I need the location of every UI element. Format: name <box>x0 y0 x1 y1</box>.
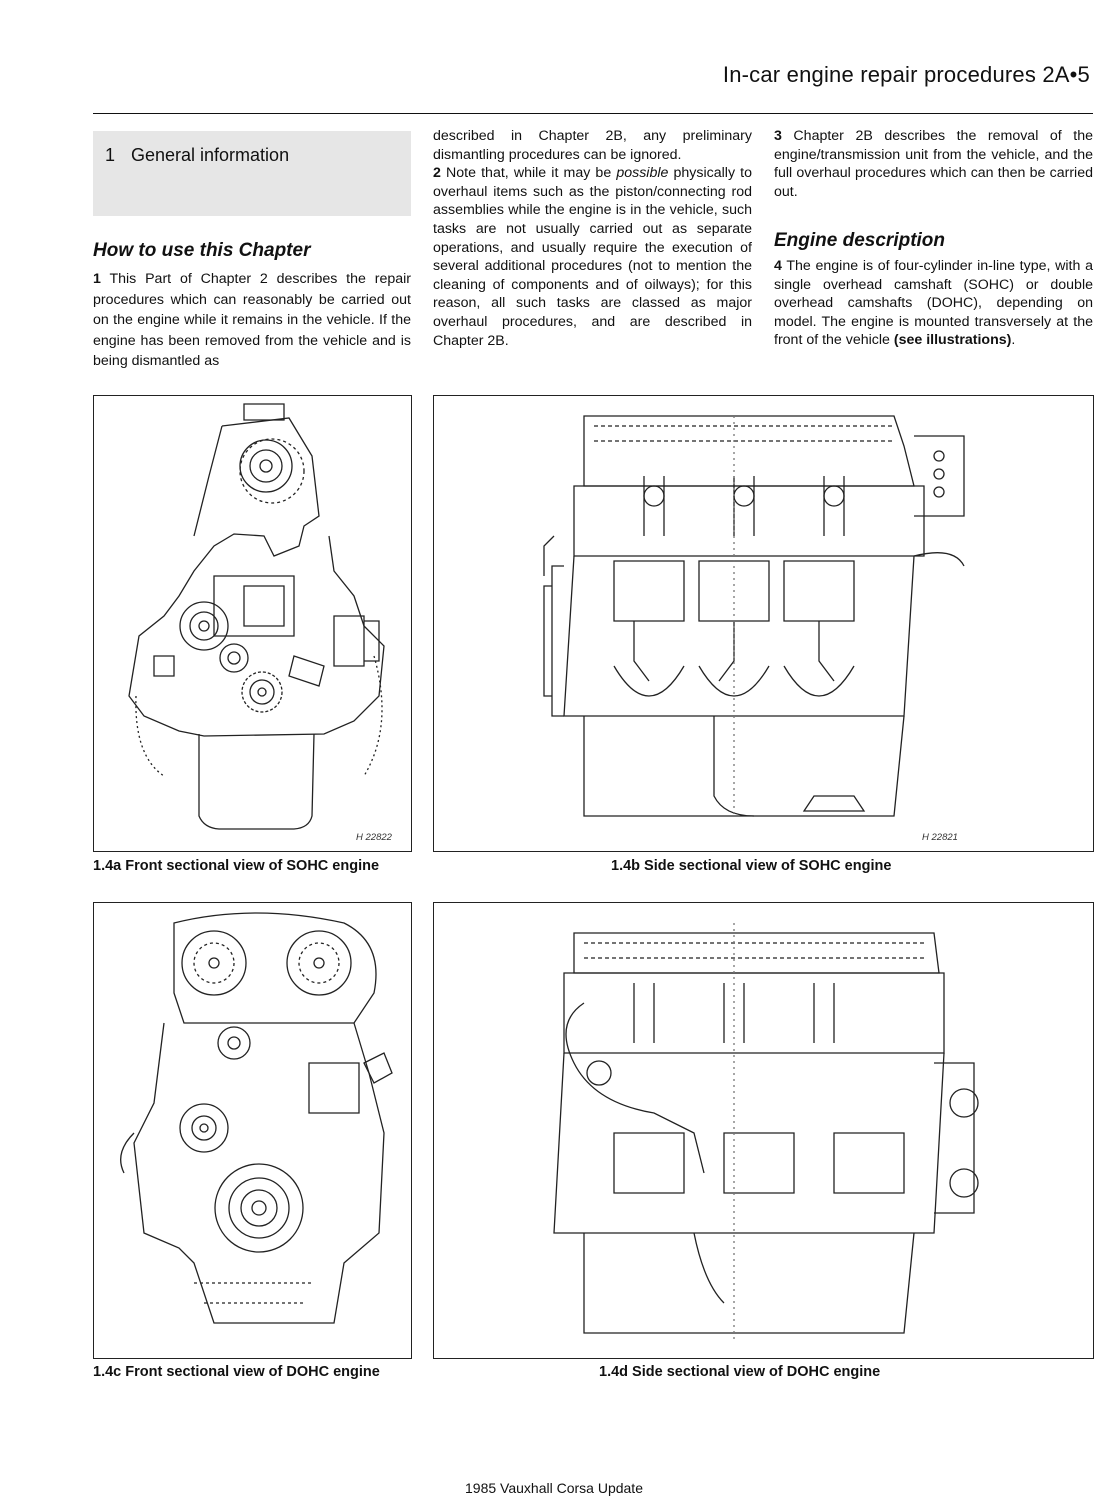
paragraph-2-number: 2 <box>433 165 441 182</box>
figure-1-4d <box>433 902 1094 1359</box>
paragraph-1-continued: described in Chapter 2B, any preliminary… <box>433 128 752 163</box>
header-rule <box>93 113 1093 114</box>
engine-description-heading: Engine description <box>774 230 946 251</box>
paragraph-1: 1 This Part of Chapter 2 describes the r… <box>93 269 411 372</box>
column-2-text: described in Chapter 2B, any preliminary… <box>433 127 752 350</box>
sohc-side-engine-drawing <box>543 415 965 817</box>
paragraph-1-number: 1 <box>93 271 101 287</box>
column-1-text: 1 This Part of Chapter 2 describes the r… <box>93 269 411 372</box>
paragraph-3-number: 3 <box>774 128 782 144</box>
dohc-front-engine-drawing <box>120 912 393 1324</box>
paragraph-1-text: This Part of Chapter 2 describes the rep… <box>93 271 411 369</box>
how-to-heading: How to use this Chapter <box>93 240 311 261</box>
figure-1-4c-caption: 1.4c Front sectional view of DOHC engine <box>93 1364 380 1380</box>
page-footer: 1985 Vauxhall Corsa Update <box>465 1480 643 1496</box>
paragraph-4-end: . <box>1011 332 1016 349</box>
figure-1-4d-caption: 1.4d Side sectional view of DOHC engine <box>599 1364 881 1380</box>
figure-1-4b-code: H 22821 <box>922 832 958 843</box>
column-3-text-lower: 4 The engine is of four-cylinder in-line… <box>774 257 1093 350</box>
section-title: General information <box>131 145 290 165</box>
section-number: 1 <box>105 145 116 165</box>
paragraph-2-text-a: Note that, while it may be <box>440 165 617 182</box>
figure-1-4b: H 22821 <box>433 395 1094 852</box>
paragraph-3: 3 Chapter 2B describes the removal of th… <box>774 127 1093 201</box>
paragraph-4-bold: (see illustrations) <box>893 332 1012 349</box>
figure-1-4a-caption: 1.4a Front sectional view of SOHC engine <box>93 858 380 874</box>
column-3-text: 3 Chapter 2B describes the removal of th… <box>774 127 1093 201</box>
page-header-title: In-car engine repair procedures 2A•5 <box>722 62 1090 87</box>
figure-1-4c <box>93 902 412 1359</box>
figure-1-4b-caption: 1.4b Side sectional view of SOHC engine <box>611 858 892 874</box>
paragraph-3-text: Chapter 2B describes the removal of the … <box>774 128 1093 200</box>
paragraph-4-text: The engine is of four-cylinder in-line t… <box>774 258 1093 349</box>
section-heading-box: 1 General information <box>93 131 411 216</box>
paragraph-4-number: 4 <box>774 258 782 274</box>
figure-1-4a-code: H 22822 <box>356 832 392 843</box>
paragraph-2-italic: possible <box>616 165 669 182</box>
sohc-front-engine-drawing <box>128 403 385 830</box>
paragraph-2-text-b: physically to overhaul items such as the… <box>433 165 752 349</box>
paragraph-2: 2 Note that, while it may be possible ph… <box>433 164 752 350</box>
figure-1-4a: H 22822 <box>93 395 412 852</box>
paragraph-4: 4 The engine is of four-cylinder in-line… <box>774 257 1093 350</box>
dohc-side-engine-drawing <box>553 923 979 1343</box>
